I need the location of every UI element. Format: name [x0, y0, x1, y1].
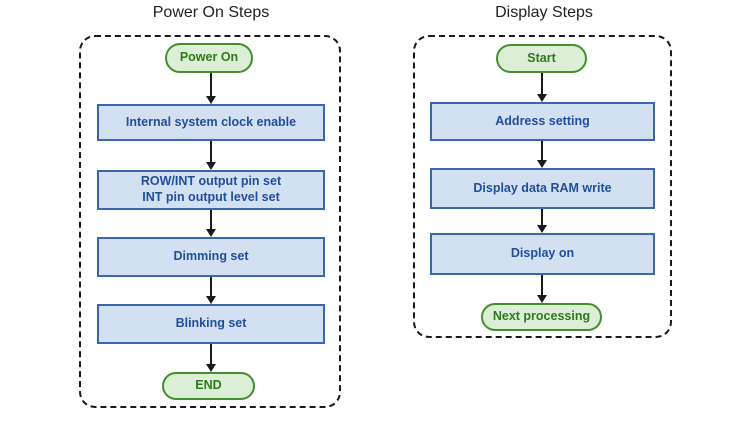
- power-on-terminal-node: Power On: [165, 43, 253, 73]
- next-processing-terminal-node: Next processing: [481, 303, 602, 331]
- display-steps-title: Display Steps: [495, 4, 593, 21]
- arrow-clock-to-row-int: [203, 141, 219, 170]
- arrow-head-icon: [206, 162, 216, 170]
- start-terminal-node: Start: [496, 44, 587, 73]
- dimming-set-node: Dimming set: [97, 237, 325, 277]
- arrow-head-icon: [206, 229, 216, 237]
- row-int-output-pin-set-line2: INT pin output level set: [142, 190, 280, 204]
- arrow-head-icon: [206, 96, 216, 104]
- arrow-line: [210, 141, 212, 162]
- arrow-head-icon: [537, 295, 547, 303]
- power-on-steps-title: Power On Steps: [152, 4, 270, 21]
- arrow-head-icon: [206, 296, 216, 304]
- next-processing-terminal-label: Next processing: [492, 309, 591, 324]
- arrow-head-icon: [206, 364, 216, 372]
- power-on-steps-group-outline: [79, 35, 341, 408]
- arrow-line: [541, 73, 543, 94]
- arrow-line: [210, 210, 212, 229]
- display-data-ram-write-label: Display data RAM write: [473, 180, 612, 195]
- arrow-head-icon: [537, 225, 547, 233]
- arrow-ram-write-to-display-on: [534, 209, 550, 233]
- arrow-line: [210, 344, 212, 364]
- arrow-line: [210, 73, 212, 96]
- power-on-terminal-label: Power On: [179, 50, 239, 65]
- arrow-display-on-to-next: [534, 275, 550, 303]
- display-steps-group-outline: [413, 35, 672, 338]
- arrow-line: [210, 277, 212, 296]
- display-on-node: Display on: [430, 233, 655, 275]
- arrow-head-icon: [537, 160, 547, 168]
- arrow-head-icon: [537, 94, 547, 102]
- arrow-blinking-to-end: [203, 344, 219, 372]
- display-data-ram-write-node: Display data RAM write: [430, 168, 655, 209]
- arrow-address-to-ram-write: [534, 141, 550, 168]
- arrow-row-int-to-dimming: [203, 210, 219, 237]
- internal-system-clock-enable-node: Internal system clock enable: [97, 104, 325, 141]
- arrow-line: [541, 209, 543, 225]
- address-setting-label: Address setting: [495, 113, 590, 128]
- blinking-set-label: Blinking set: [175, 316, 247, 331]
- end-terminal-node: END: [162, 372, 255, 400]
- internal-system-clock-enable-label: Internal system clock enable: [125, 114, 297, 129]
- dimming-set-label: Dimming set: [173, 249, 249, 264]
- arrow-power-on-to-clock: [203, 73, 219, 104]
- row-int-output-pin-set-line1: ROW/INT output pin set: [140, 174, 282, 189]
- arrow-line: [541, 275, 543, 295]
- arrow-dimming-to-blinking: [203, 277, 219, 304]
- blinking-set-node: Blinking set: [97, 304, 325, 344]
- arrow-line: [541, 141, 543, 160]
- end-terminal-label: END: [195, 378, 222, 393]
- display-on-label: Display on: [510, 246, 575, 261]
- row-int-output-pin-set-node: ROW/INT output pin set INT pin output le…: [97, 170, 325, 210]
- start-terminal-label: Start: [527, 50, 556, 65]
- arrow-start-to-address: [534, 73, 550, 102]
- address-setting-node: Address setting: [430, 102, 655, 141]
